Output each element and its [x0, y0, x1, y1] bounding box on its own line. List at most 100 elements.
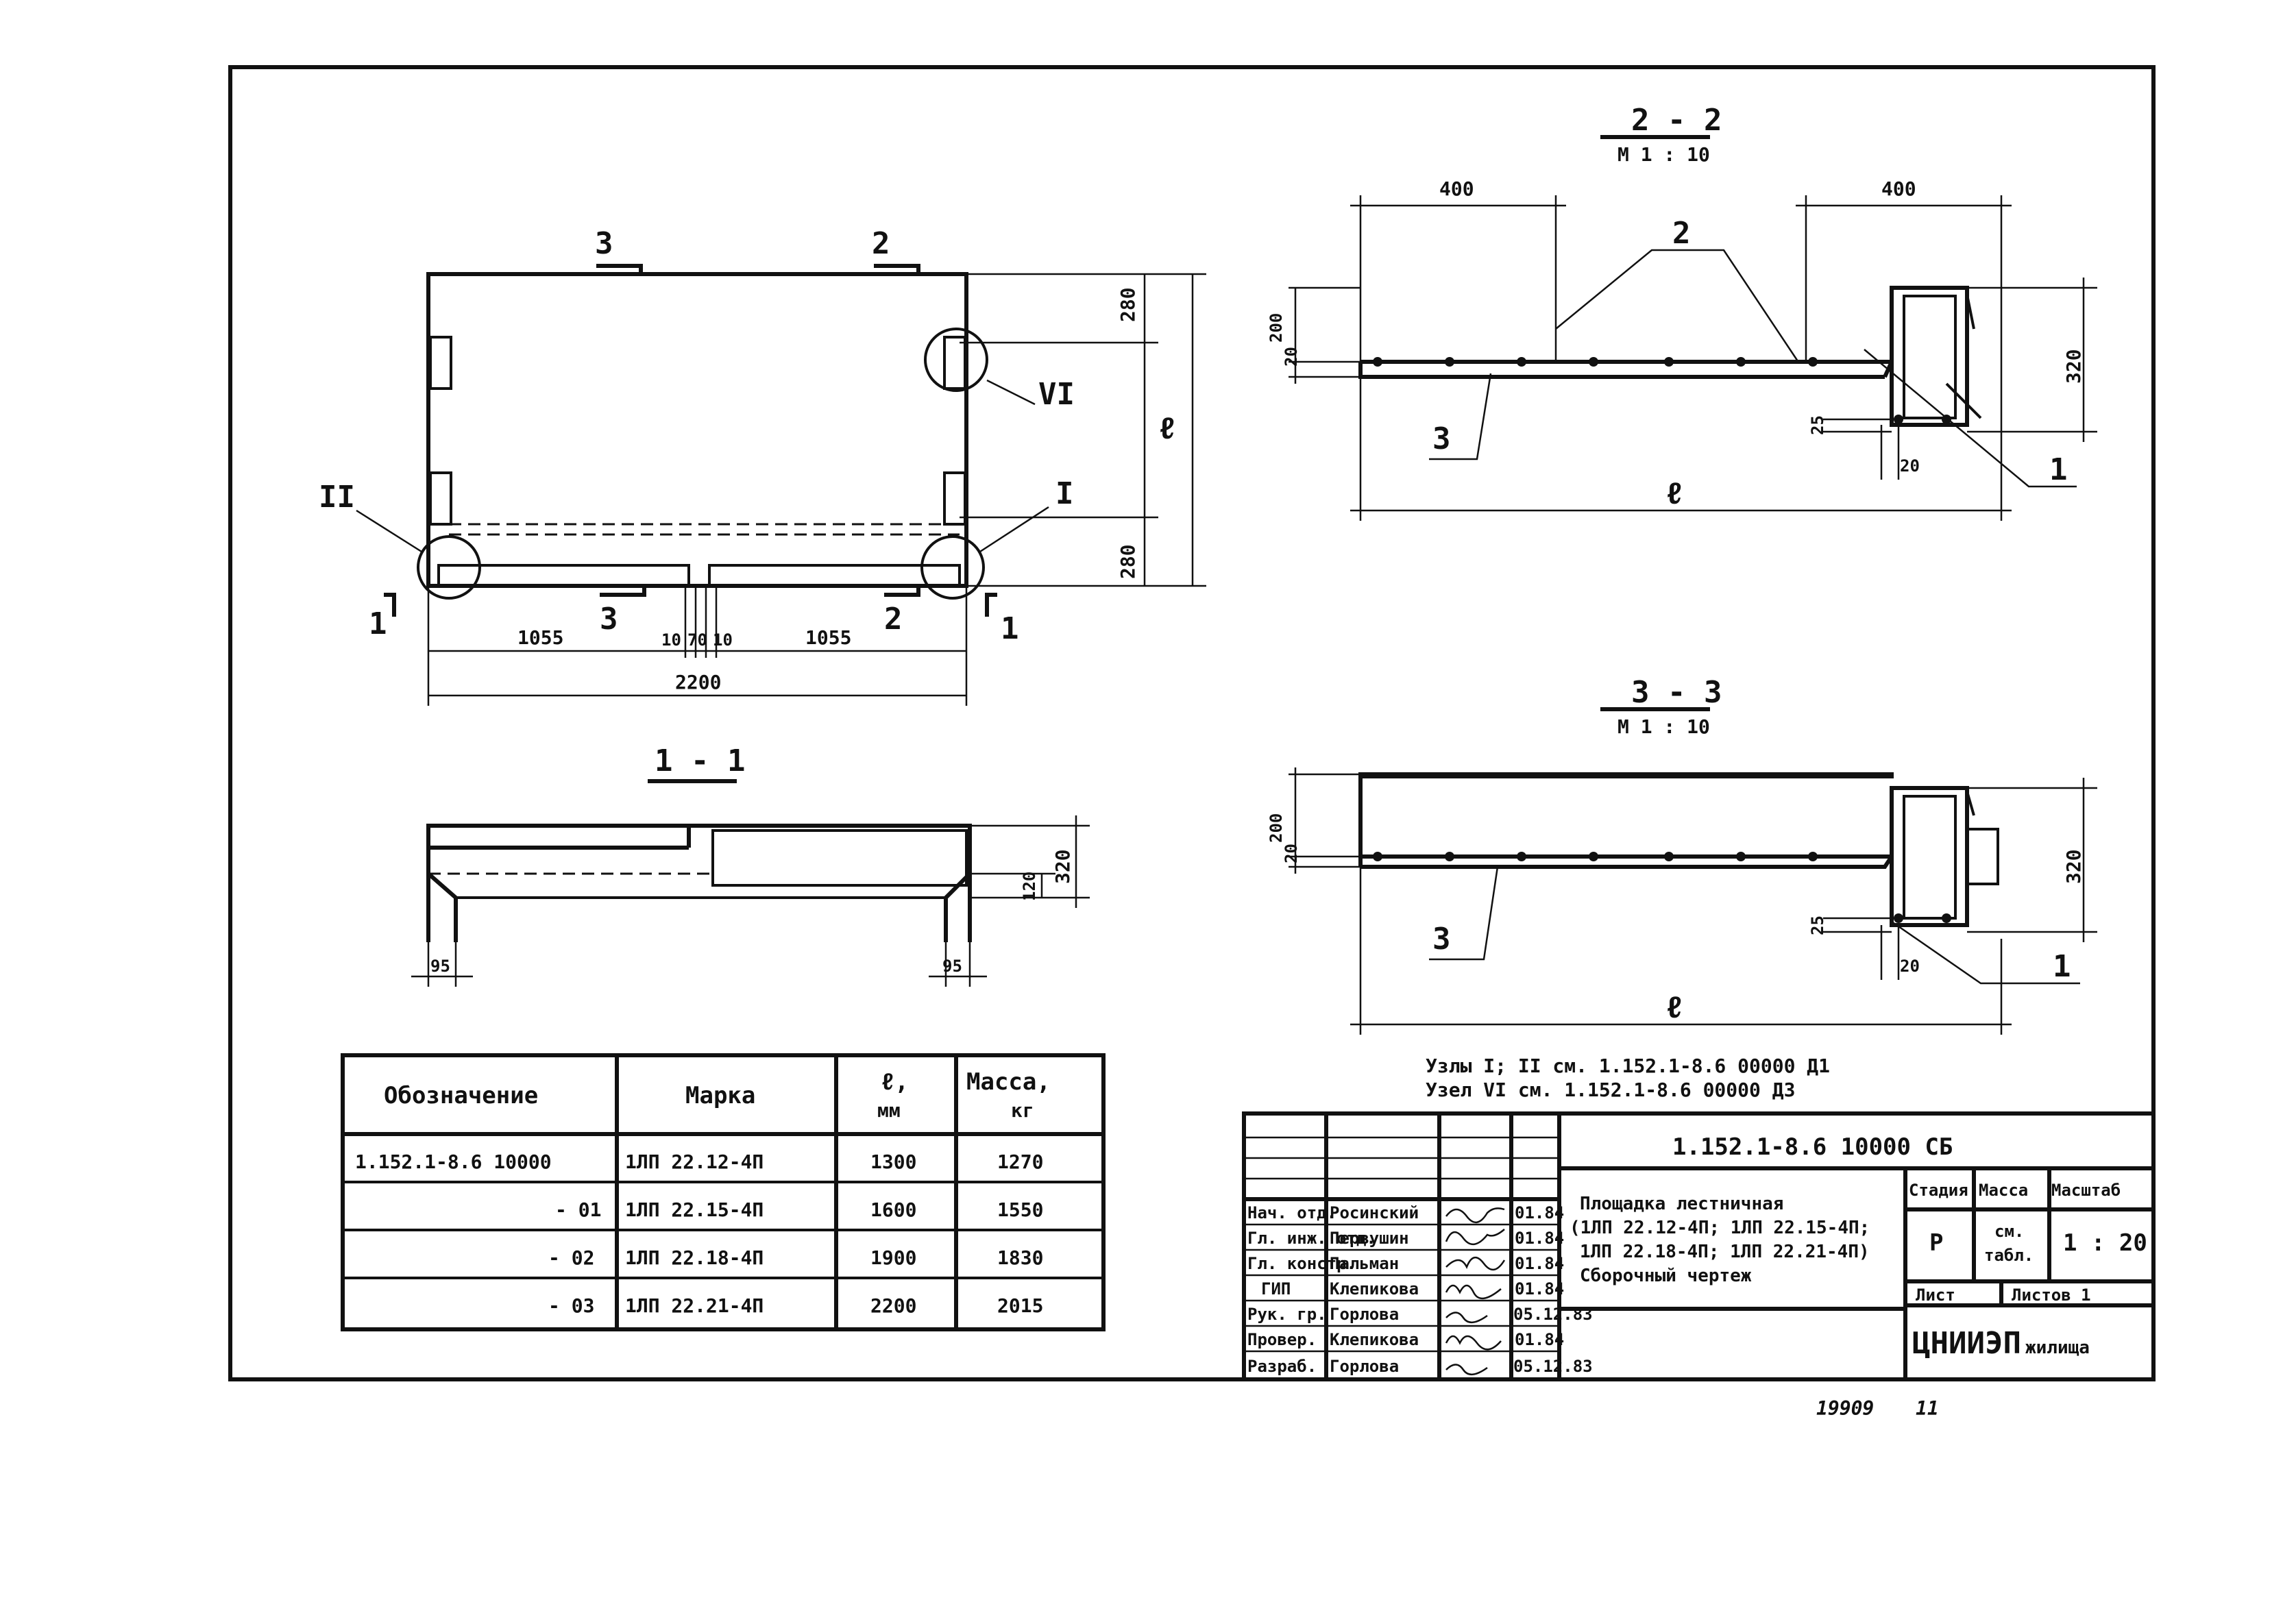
archive-number: 19909 [1816, 1397, 1874, 1420]
section-3-3: 3 - 3 M 1 : 10 200 20 320 25 20 3 [1267, 675, 2097, 1035]
spec-table: Обозначение Марка ℓ, мм Масса, кг 1.152.… [341, 1053, 1106, 1331]
signer-role: Разраб. [1247, 1357, 1317, 1376]
spec-row-designation: - 02 [548, 1246, 594, 1269]
dim-20b-s22: 20 [1900, 456, 1920, 476]
section-2-2-title: 2 - 2 [1631, 103, 1722, 138]
section-2-2-scale: M 1 : 10 [1617, 143, 1710, 166]
signer-name: Клепикова [1330, 1279, 1419, 1299]
signer-name: Росинский [1330, 1203, 1419, 1222]
dim-20b-s33: 20 [1900, 957, 1920, 976]
signature [1445, 1335, 1502, 1351]
spec-row-l: 2200 [870, 1294, 916, 1317]
spec-header-l-unit: мм [877, 1099, 901, 1122]
lifting-loop [429, 471, 452, 526]
dim-25-s22: 25 [1808, 415, 1827, 435]
dim-320-s22: 320 [2062, 349, 2085, 384]
dim-1055-right: 1055 [805, 626, 851, 649]
signer-name: Горлова [1330, 1357, 1399, 1376]
signer-role: ГИП [1261, 1279, 1291, 1299]
signer-date: 01.84 [1515, 1229, 1564, 1248]
spec-header-l: ℓ, [881, 1068, 909, 1096]
signer-name: Клепикова [1330, 1330, 1419, 1349]
cut-label-2-top: 2 [872, 226, 890, 261]
dim-10-a: 10 [661, 630, 681, 650]
signer-name: Первушин [1330, 1229, 1409, 1248]
title-block: 1.152.1-8.6 10000 СБ Площадка лестничная… [1242, 1111, 2156, 1381]
org-name-2: жилища [2025, 1338, 2090, 1358]
doc-name-line4: Сборочный чертеж [1580, 1266, 1752, 1286]
signer-role: Провер. [1247, 1330, 1317, 1349]
mass-header: Масса [1979, 1181, 2028, 1200]
mass-value-2: табл. [1984, 1246, 2034, 1265]
spec-header-mark: Марка [685, 1082, 755, 1109]
spec-row-mark: 1ЛП 22.15-4П [625, 1198, 764, 1221]
node-label-II: II [319, 480, 355, 515]
signer-name: Пальман [1330, 1254, 1399, 1273]
plan-slab-outline [426, 272, 968, 588]
signature [1445, 1312, 1488, 1323]
dim-l-s22: ℓ [1665, 476, 1683, 511]
spec-row-mass: 1830 [997, 1246, 1043, 1269]
dim-l-s33: ℓ [1665, 990, 1683, 1025]
dim-120: 120 [1020, 872, 1039, 901]
scale-header: Масштаб [2051, 1181, 2121, 1200]
node-circle-I [920, 535, 985, 600]
signer-role: Гл. констр. [1247, 1254, 1356, 1273]
signer-role: Рук. гр. [1247, 1305, 1327, 1324]
plan-view: II I VI 3 2 3 2 1 1 280 280 ℓ 1055 [319, 226, 1206, 706]
spec-header-designation: Обозначение [384, 1082, 538, 1109]
dim-200-s22: 200 [1267, 313, 1286, 343]
section-1-1: 1 - 1 120 320 95 95 [411, 743, 1090, 987]
spec-row-designation: 1.152.1-8.6 10000 [355, 1151, 552, 1173]
sheet-header: Лист [1916, 1285, 1955, 1305]
spec-row-mass: 1550 [997, 1198, 1043, 1221]
stage-value: Р [1929, 1229, 1943, 1257]
node-circle-VI [924, 328, 988, 392]
cut-label-2-bottom: 2 [884, 602, 903, 637]
dim-95-left: 95 [430, 957, 450, 976]
signer-date: 05.12.83 [1513, 1305, 1593, 1324]
signer-date: 01.84 [1515, 1203, 1564, 1222]
spec-row-l: 1900 [870, 1246, 916, 1269]
lifting-loop [943, 471, 966, 526]
node-circle-II [417, 535, 481, 600]
lifting-loop [943, 336, 966, 390]
dim-25-s33: 25 [1808, 915, 1827, 935]
sheets-header: Листов 1 [2012, 1285, 2091, 1305]
dim-320-s11: 320 [1051, 849, 1074, 884]
note-nodes-1-2: Узлы I; II см. 1.152.1-8.6 00000 Д1 [1426, 1055, 1830, 1077]
dim-70: 70 [687, 630, 707, 650]
label-1-s22: 1 [2049, 452, 2068, 487]
spec-row-mark: 1ЛП 22.12-4П [625, 1151, 764, 1173]
spec-row-mass: 1270 [997, 1151, 1043, 1173]
doc-name-line3: 1ЛП 22.18-4П; 1ЛП 22.21-4П) [1580, 1242, 1870, 1262]
label-2: 2 [1672, 216, 1691, 251]
signer-date: 01.84 [1515, 1330, 1564, 1349]
dim-280-top: 280 [1116, 287, 1139, 322]
doc-name-line2: (1ЛП 22.12-4П; 1ЛП 22.15-4П; [1570, 1218, 1870, 1238]
org-name-1: ЦНИИЭП [1912, 1326, 2021, 1361]
section-1-1-title: 1 - 1 [655, 743, 745, 778]
spec-header-mass: Масса, [966, 1068, 1051, 1096]
dim-2200: 2200 [675, 671, 721, 693]
dim-20-s33: 20 [1282, 844, 1301, 863]
dim-10-b: 10 [713, 630, 733, 650]
signer-date: 01.84 [1515, 1254, 1564, 1273]
spec-row-mark: 1ЛП 22.18-4П [625, 1246, 764, 1269]
label-1-s33: 1 [2053, 949, 2071, 984]
label-3-s33: 3 [1432, 922, 1451, 957]
spec-header-mass-unit: кг [1011, 1099, 1034, 1122]
section-2-2: 2 - 2 M 1 : 10 400 400 2 200 20 [1267, 103, 2097, 521]
dim-400-left: 400 [1439, 177, 1474, 200]
signer-name: Горлова [1330, 1305, 1399, 1324]
dim-400-right: 400 [1881, 177, 1916, 200]
dim-320-s33: 320 [2062, 849, 2085, 884]
node-label-VI: VI [1038, 377, 1075, 412]
doc-code: 1.152.1-8.6 10000 СБ [1672, 1133, 1953, 1161]
section-3-3-title: 3 - 3 [1631, 675, 1722, 710]
sheet-frame [228, 65, 2156, 1381]
signer-date: 05.12.83 [1513, 1357, 1593, 1376]
scale-value: 1 : 20 [2063, 1229, 2147, 1257]
doc-name-line1: Площадка лестничная [1580, 1194, 1783, 1214]
spec-row-l: 1300 [870, 1151, 916, 1173]
